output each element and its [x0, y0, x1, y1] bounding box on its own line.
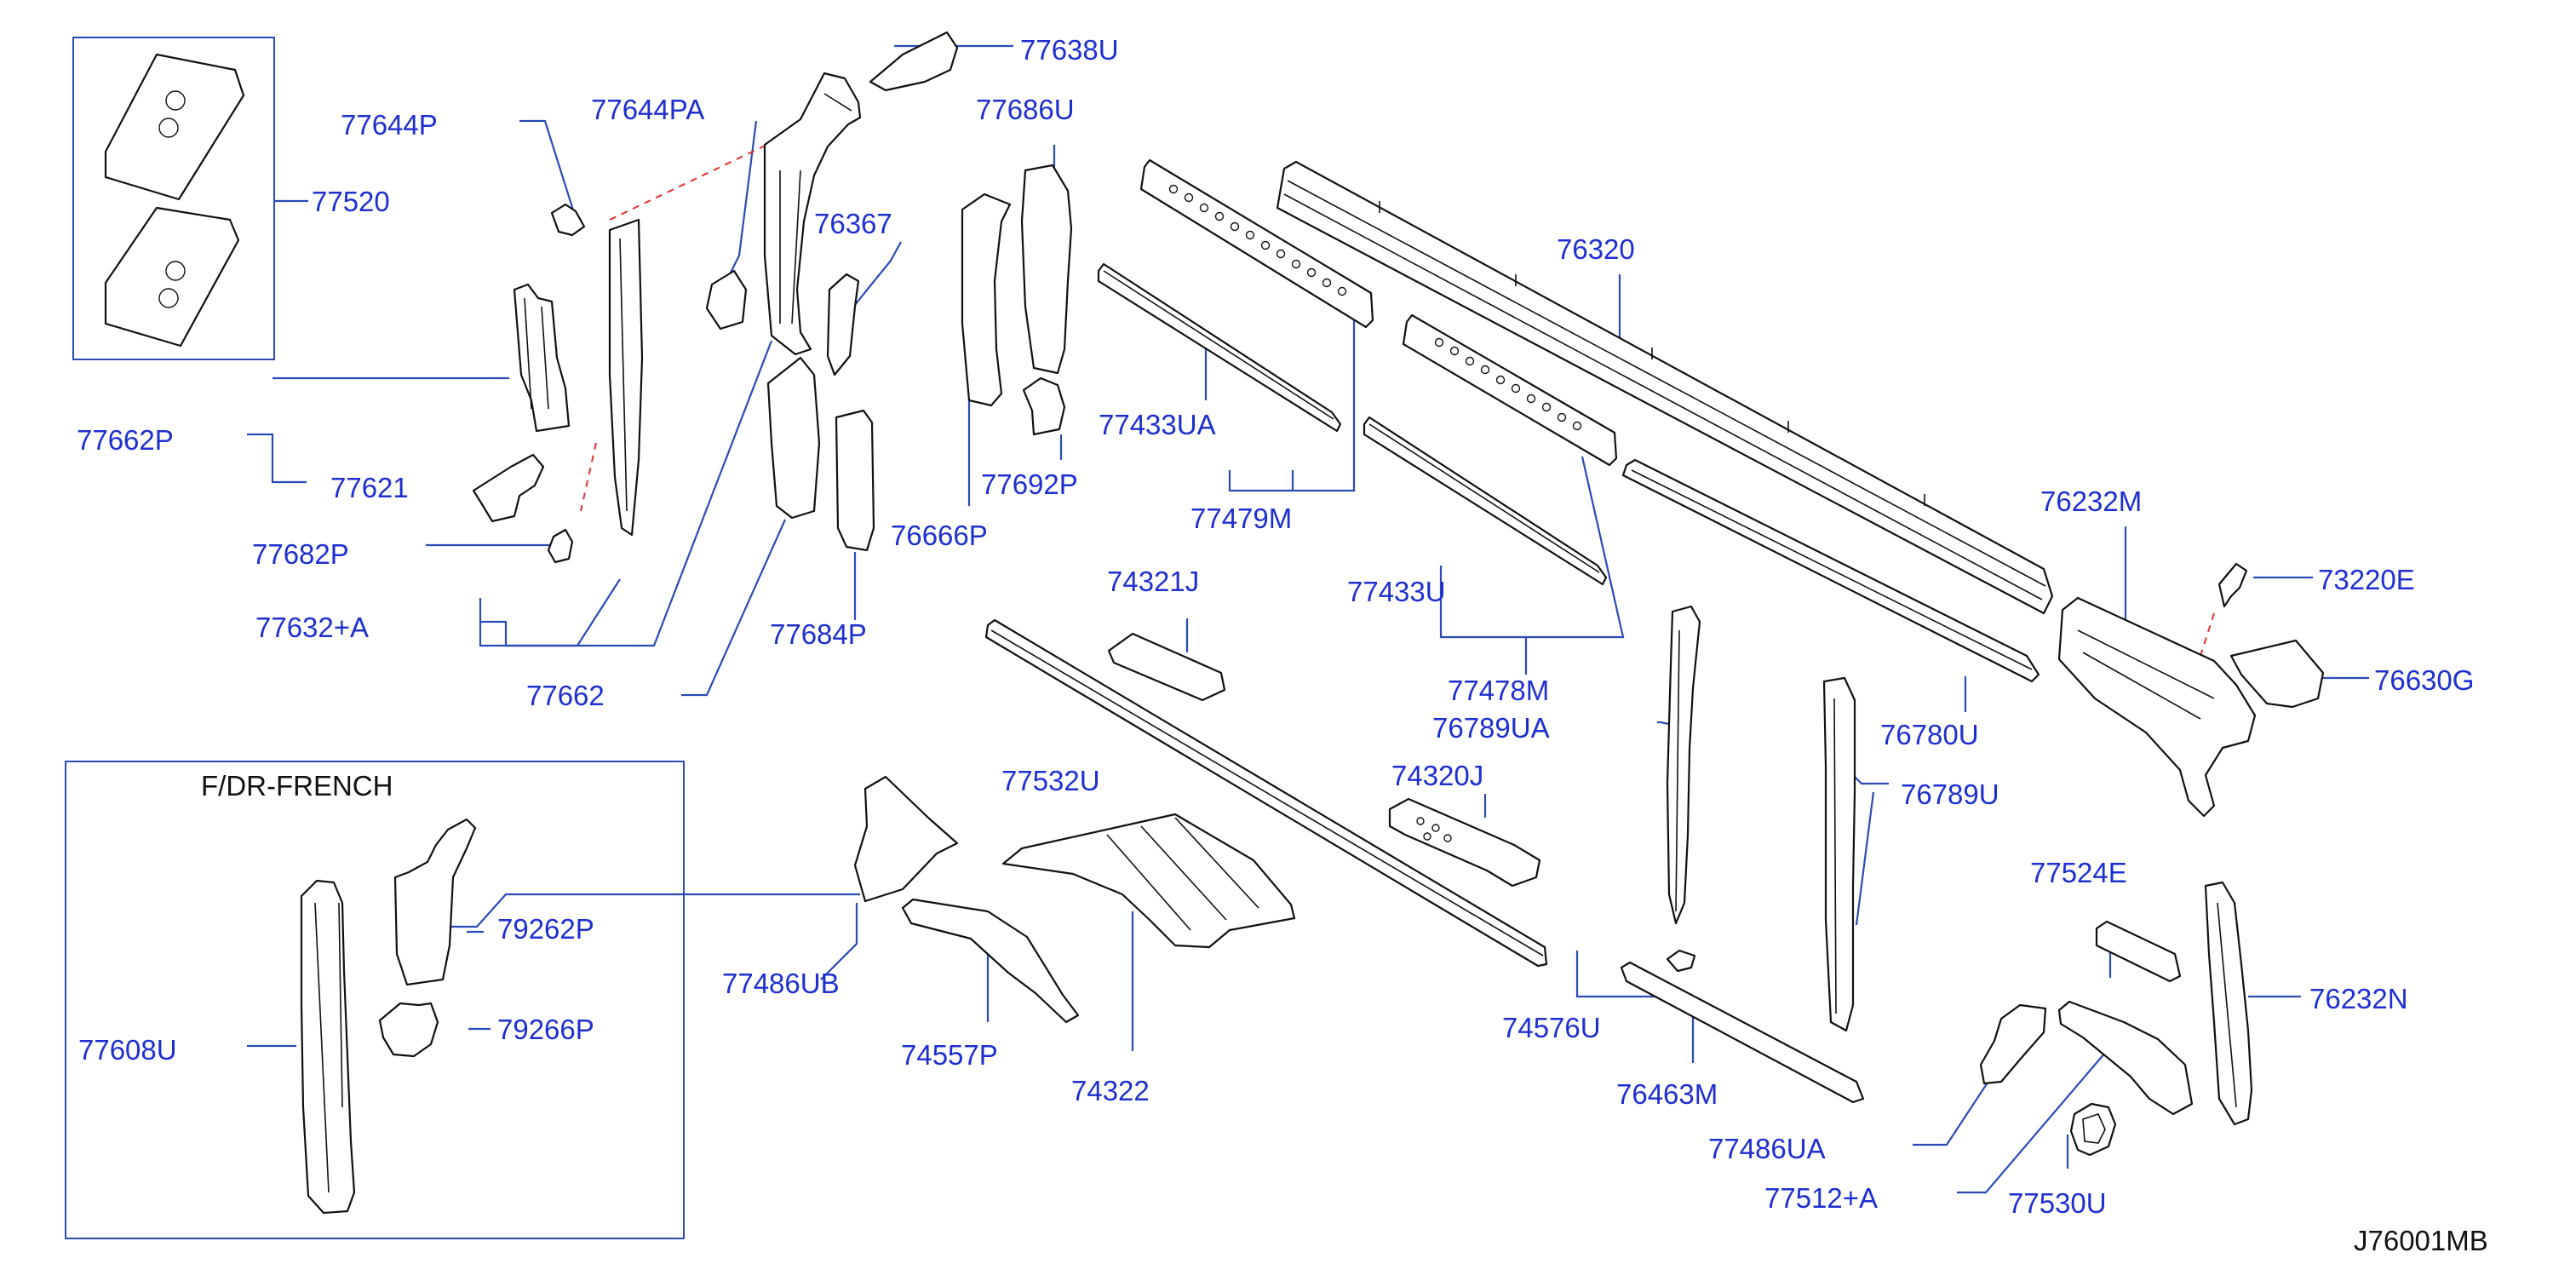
label-77621: 77621 — [330, 472, 409, 503]
pillar-77686U — [1020, 164, 1073, 375]
french-door-inset-frame — [65, 761, 685, 1239]
strip-77684P — [835, 409, 875, 552]
rail-76463M — [1620, 961, 1865, 1104]
pillar-77662-lower — [766, 356, 821, 520]
bracket-74557P — [901, 898, 1080, 1024]
label-76789UA: 76789UA — [1432, 712, 1550, 744]
bracket-79262P — [393, 818, 477, 986]
label-77520: 77520 — [312, 186, 390, 217]
reinforcement-77479M — [1139, 158, 1374, 329]
label-76666P: 76666P — [891, 520, 988, 551]
label-76367: 76367 — [814, 208, 892, 239]
rail-77433U — [1363, 416, 1608, 586]
label-79262P: 79262P — [497, 913, 594, 945]
piece-77644PA — [705, 269, 748, 330]
label-77632A: 77632+A — [255, 612, 369, 643]
label-76789U: 76789U — [1901, 779, 1999, 810]
label-76232M: 76232M — [2040, 485, 2142, 517]
inset-title: F/DR-FRENCH — [201, 770, 393, 801]
piece-76367 — [826, 273, 860, 376]
bracket-77662P — [513, 283, 571, 433]
label-73220E: 73220E — [2318, 564, 2415, 595]
side-rail-76320 — [1276, 160, 2054, 615]
bracket-77644P — [550, 203, 586, 237]
pillar-76232N — [2204, 881, 2253, 1126]
label-77433UA: 77433UA — [1099, 409, 1216, 440]
parts — [104, 31, 2325, 1215]
alignment-lines — [580, 132, 2215, 657]
bracket-77692P — [1022, 376, 1066, 436]
part-labels: 77638U 77644P 77644PA 77686U 77520 76367… — [77, 34, 2474, 1219]
bracket-77486UB — [853, 775, 959, 903]
diagram-code: J76001MB — [2354, 1225, 2488, 1256]
bracket-77621 — [472, 453, 545, 523]
label-76320: 76320 — [1557, 233, 1635, 265]
label-77638U: 77638U — [1020, 34, 1119, 66]
bracket-76630G — [2229, 639, 2325, 709]
label-77662P: 77662P — [77, 424, 174, 456]
bracket-74320J — [1388, 797, 1541, 888]
pillar-77662 — [763, 72, 862, 356]
label-77433U: 77433U — [1347, 576, 1446, 607]
pillar-76666P — [961, 192, 1012, 407]
label-74557P: 74557P — [901, 1039, 998, 1071]
label-77686U: 77686U — [976, 94, 1075, 125]
label-79266P: 79266P — [497, 1014, 594, 1045]
label-77644PA: 77644PA — [591, 94, 704, 125]
strip-77532U — [984, 618, 1548, 968]
bracket-74321J — [1107, 632, 1226, 702]
bracket-77682P — [547, 528, 574, 564]
label-74322: 74322 — [1071, 1075, 1150, 1106]
label-77486UA: 77486UA — [1708, 1133, 1826, 1164]
tab-74576U — [1666, 949, 1696, 973]
bracket-77638U — [869, 31, 959, 92]
pillar-76789U — [1822, 676, 1856, 1032]
gusset-77520 — [104, 53, 245, 348]
label-77532U: 77532U — [1001, 765, 1100, 796]
label-76463M: 76463M — [1616, 1078, 1718, 1110]
strip-77524E — [2095, 920, 2182, 983]
label-76630G: 76630G — [2374, 664, 2474, 696]
floor-74322 — [1001, 813, 1296, 949]
label-76232N: 76232N — [2309, 983, 2408, 1014]
bracket-77486UA — [1979, 1003, 2047, 1085]
label-77662: 77662 — [526, 680, 605, 711]
label-77478M: 77478M — [1448, 675, 1549, 706]
reinforcement-77478M — [1402, 313, 1618, 467]
label-77524E: 77524E — [2030, 857, 2127, 888]
label-77512A: 77512+A — [1764, 1182, 1878, 1214]
pillar-77632A — [608, 218, 644, 537]
rail-76780U — [1621, 458, 2040, 683]
bracket-79266P — [378, 1002, 439, 1058]
label-76780U: 76780U — [1880, 719, 1979, 750]
label-77644P: 77644P — [341, 109, 438, 141]
label-77486UB: 77486UB — [722, 968, 840, 999]
bracket-77512A — [2057, 1000, 2194, 1116]
label-74321J: 74321J — [1107, 566, 1199, 597]
grommet-77530U — [2069, 1102, 2117, 1157]
label-74320J: 74320J — [1391, 760, 1483, 791]
rail-77433UA — [1097, 262, 1342, 433]
pillar-76789UA — [1666, 605, 1701, 925]
assembly-76232M — [2057, 596, 2257, 818]
label-77684P: 77684P — [770, 618, 867, 650]
pillar-77608U — [300, 879, 356, 1215]
label-74576U: 74576U — [1502, 1012, 1601, 1043]
bracket-73220E — [2217, 562, 2248, 608]
label-77530U: 77530U — [2008, 1187, 2107, 1219]
gusset-inset-frame — [72, 37, 275, 360]
label-77479M: 77479M — [1190, 503, 1292, 534]
label-77682P: 77682P — [252, 538, 349, 570]
label-77608U: 77608U — [78, 1034, 177, 1066]
label-77692P: 77692P — [981, 468, 1078, 500]
